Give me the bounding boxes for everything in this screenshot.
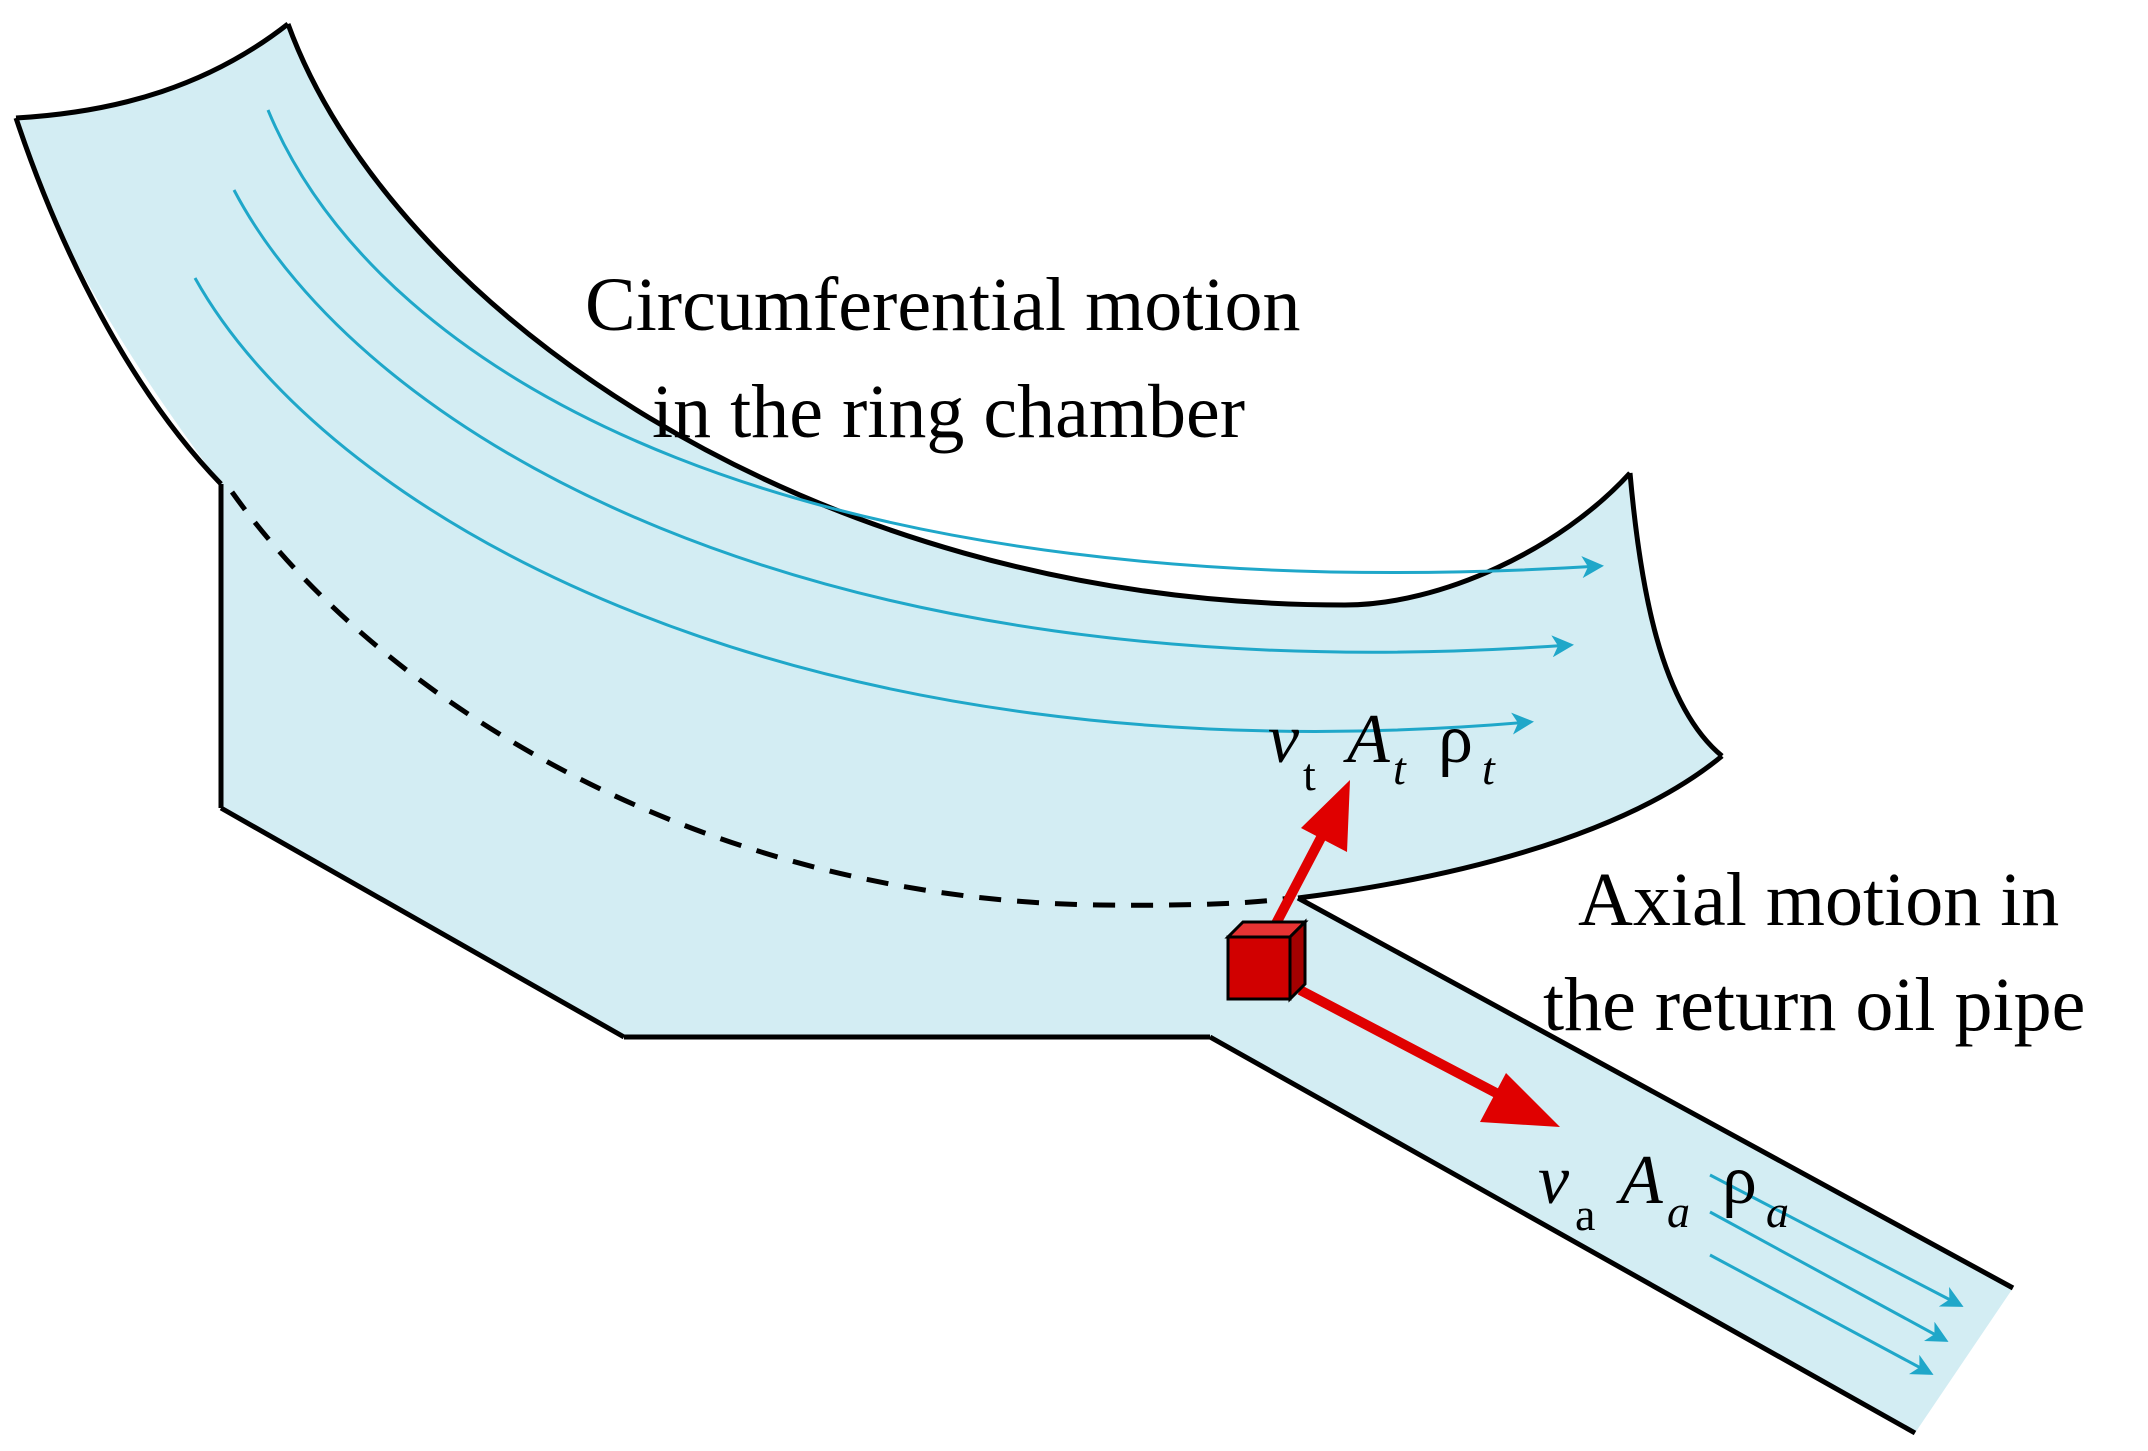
red-cube-icon <box>1224 918 1309 1003</box>
axial-label-line1: Axial motion in <box>1578 858 2059 942</box>
circumferential-label-line1: Circumferential motion <box>585 263 1300 347</box>
axial-symbols: v a A a ρ a <box>1538 1142 1789 1240</box>
pipe-streamline-2 <box>1709 1210 1949 1342</box>
axial-v: v <box>1538 1142 1570 1219</box>
circumferential-label-line2: in the ring chamber <box>652 370 1245 454</box>
ring-streamlines <box>193 109 1604 735</box>
velocity-arrows <box>1265 780 1560 1127</box>
axial-rho: ρ <box>1722 1142 1757 1219</box>
chamber-outline <box>13 22 2015 1436</box>
tangential-velocity-arrow <box>1265 827 1330 938</box>
hidden-edge-dashed <box>229 490 1291 908</box>
tangential-v: v <box>1268 701 1300 778</box>
axial-v-sub: a <box>1575 1189 1595 1240</box>
axial-label-line2: the return oil pipe <box>1543 963 2085 1047</box>
tangential-A: A <box>1343 701 1390 778</box>
tangential-rho: ρ <box>1438 701 1473 778</box>
tangential-A-sub: t <box>1393 743 1407 794</box>
streamline-3 <box>193 277 1534 735</box>
tangential-v-sub: t <box>1303 749 1316 800</box>
axial-velocity-arrow <box>1297 985 1503 1100</box>
fluid-region <box>16 24 2013 1433</box>
tangential-symbols: v t A t ρ t <box>1268 701 1496 800</box>
axial-arrow-head <box>1480 1073 1560 1127</box>
tangential-arrow-head <box>1301 780 1350 852</box>
tangential-rho-sub: t <box>1482 743 1496 794</box>
pipe-streamline-1 <box>1709 1173 1964 1307</box>
streamline-1 <box>266 109 1604 579</box>
axial-rho-sub: a <box>1766 1186 1789 1237</box>
axial-A-sub: a <box>1667 1186 1690 1237</box>
pipe-streamline-3 <box>1709 1253 1934 1375</box>
axial-A: A <box>1616 1142 1663 1219</box>
streamline-2 <box>232 189 1574 658</box>
pipe-streamlines <box>1709 1173 1964 1375</box>
